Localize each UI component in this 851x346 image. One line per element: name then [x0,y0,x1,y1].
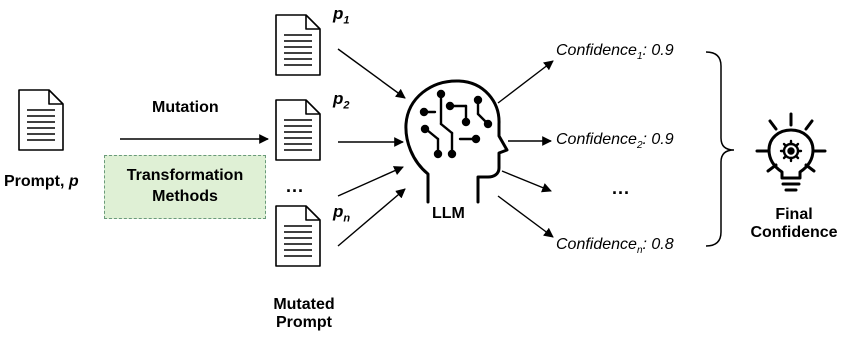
mutated-prompt-label: Mutated Prompt [266,296,342,333]
confidence-ellipsis: ... [612,178,631,198]
transformation-methods-line1: Transformation [126,167,244,185]
mutation-label: Mutation [152,99,219,116]
input-prompt-variable: p [68,173,79,190]
confidence-1-label: Confidence1: 0.9 [556,42,674,63]
prompt-1-sub: 1 [343,14,350,27]
prompt-ellipsis: ... [286,176,305,196]
final-confidence-line1: Final [775,206,813,223]
confidence-2-label: Confidence2: 0.9 [556,131,674,152]
prompt-2-sub: 2 [343,99,350,112]
final-confidence-line2: Confidence [750,224,838,242]
prompt-n-sub: n [343,212,351,225]
confidence-n-text: Confidence [556,236,637,253]
mutated-prompt-line2: Prompt [276,314,332,332]
prompt-2-label: p2 [333,89,350,112]
mutated-prompt-line1: Mutated [273,296,335,313]
llm-head-circuit-icon [404,79,509,204]
prompt-n-document-icon [275,205,321,267]
confidence-n-sub: n [636,245,643,257]
transformation-methods-box: Transformation Methods [104,155,266,219]
lightbulb-gear-icon [755,112,827,192]
confidence-n-value: : 0.8 [642,236,674,253]
prompt-ellipsis-arrow [337,166,404,197]
llm-label: LLM [432,205,465,222]
confidence-1-value: : 0.9 [642,42,674,59]
final-confidence-label: Final Confidence [746,206,842,243]
confidence-1-sub: 1 [636,51,643,63]
confidence-n-arrow [497,195,554,238]
confidence-n-label: Confidencen: 0.8 [556,236,674,257]
input-document-icon [18,89,64,151]
confidence-ellipsis-arrow [501,170,552,193]
input-prompt-label: Prompt, p [4,173,79,191]
confidence-2-text: Confidence [556,131,637,148]
prompt-1-label: p1 [333,4,350,27]
confidence-2-sub: 2 [636,140,643,152]
input-prompt-text: Prompt, [4,173,69,190]
transformation-methods-line2: Methods [152,188,218,205]
prompt-2-document-icon [275,99,321,161]
prompt-2-var: p [333,89,344,108]
prompt-n-label: pn [333,202,350,225]
prompt-1-document-icon [275,14,321,76]
confidence-1-text: Confidence [556,42,637,59]
confidence-1-arrow [497,60,554,104]
prompt-1-var: p [333,4,344,23]
aggregation-brace [705,51,735,247]
prompt-n-var: p [333,202,344,221]
confidence-2-value: : 0.9 [642,131,674,148]
prompt-1-arrow [337,48,406,99]
prompt-n-arrow [337,188,406,247]
